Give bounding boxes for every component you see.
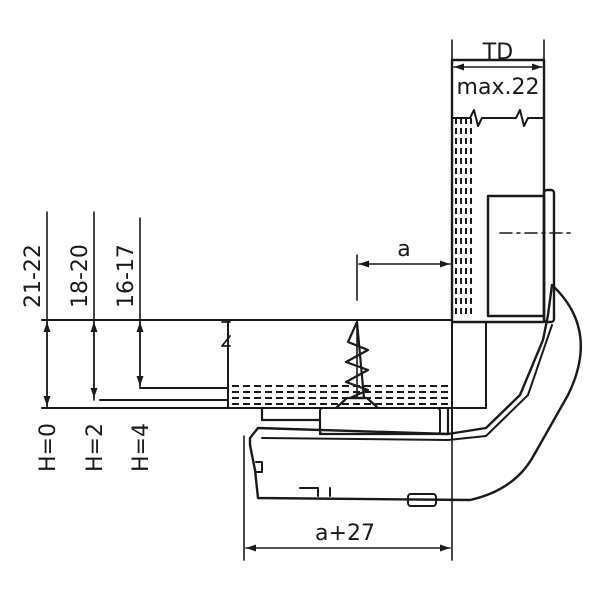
range-18-20-label: 18-20 xyxy=(68,244,93,308)
door-hatch xyxy=(455,118,472,318)
a27-label: a+27 xyxy=(315,521,375,546)
a-label: a xyxy=(397,237,410,262)
range-21-22-label: 21-22 xyxy=(21,244,46,308)
cabinet-panel xyxy=(41,319,487,409)
a-dimension: a xyxy=(358,237,451,268)
td-label: TD xyxy=(482,40,513,65)
screw xyxy=(334,254,380,410)
h4-label: H=4 xyxy=(129,423,154,472)
h0-label: H=0 xyxy=(36,423,61,472)
h2-label: H=2 xyxy=(83,423,108,472)
range-16-17-label: 16-17 xyxy=(114,244,139,308)
a27-dimension: a+27 xyxy=(243,435,453,561)
height-dimensions: 21-22 18-20 16-17 H=0 H=2 H=4 xyxy=(21,211,154,472)
td-max-label: max.22 xyxy=(457,75,540,100)
door-panel xyxy=(450,58,576,324)
td-dimension: TD max.22 xyxy=(451,39,545,111)
hinge-arm xyxy=(248,283,582,507)
